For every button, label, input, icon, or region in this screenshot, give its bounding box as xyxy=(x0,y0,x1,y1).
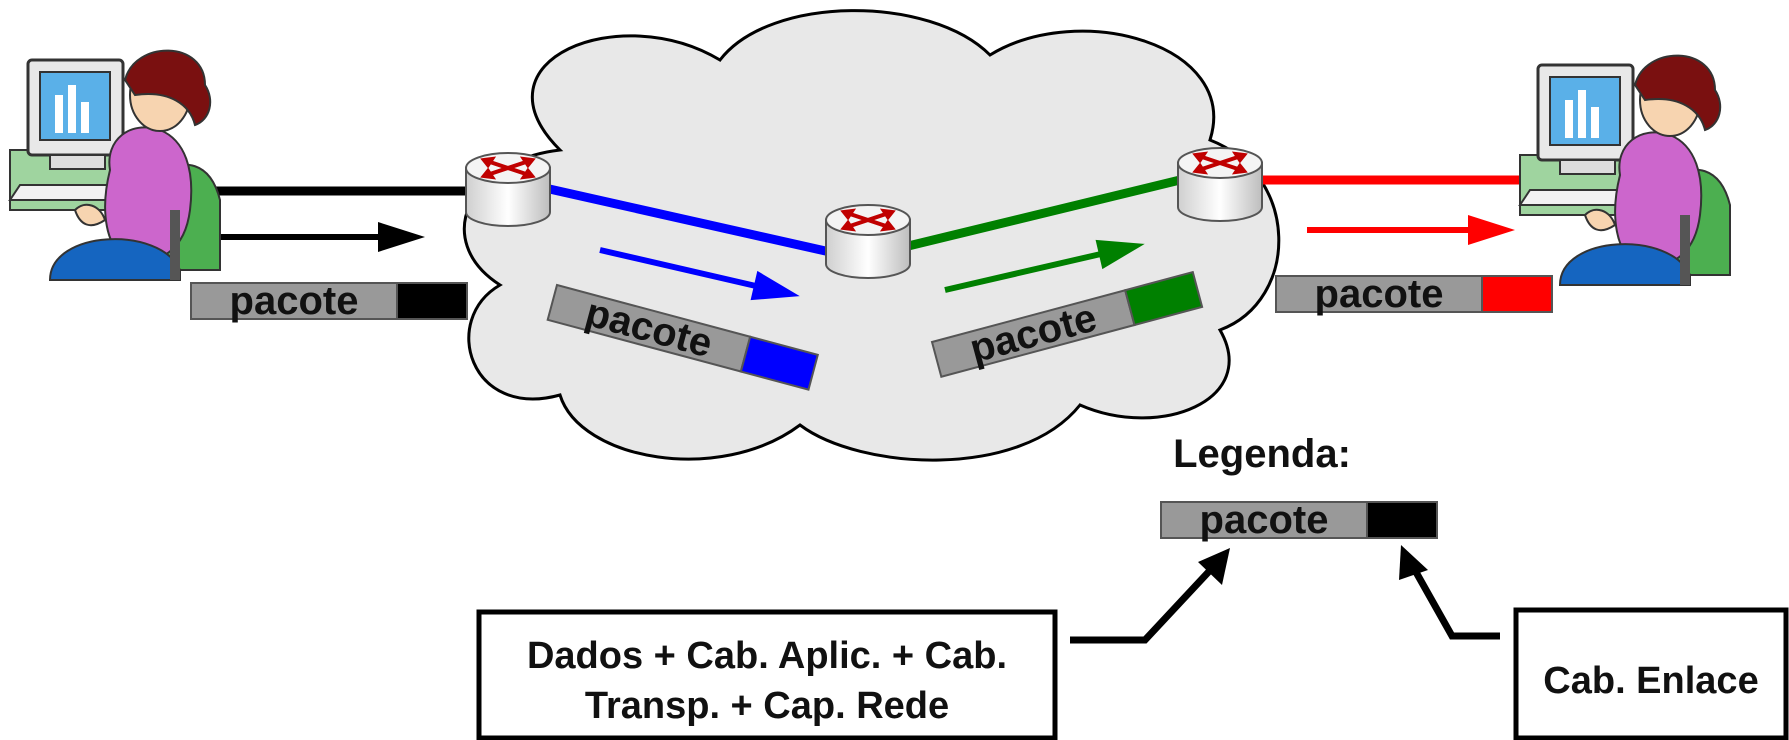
packet-black: pacote xyxy=(190,279,468,323)
packet-label: pacote xyxy=(1315,272,1444,316)
router-icon-2 xyxy=(825,204,911,279)
user-computer-icon-left xyxy=(8,49,221,281)
payload-box-line2: Transp. + Cap. Rede xyxy=(585,685,949,727)
legend-packet-header xyxy=(1366,501,1438,539)
packet-header-red xyxy=(1481,275,1553,313)
pointer-arrow-payload xyxy=(1070,548,1230,644)
link-green xyxy=(898,175,1182,253)
packet-header-green xyxy=(1123,270,1204,327)
user-computer-icon-right xyxy=(1518,54,1731,286)
legend-packet-label: pacote xyxy=(1200,498,1329,542)
packet-header-black xyxy=(396,282,468,320)
link-blue xyxy=(544,183,831,257)
arrow-black xyxy=(216,222,425,252)
header-description-box: Cab. Enlace xyxy=(1513,607,1789,740)
header-box-label: Cab. Enlace xyxy=(1543,660,1758,702)
packet-header-blue xyxy=(739,335,820,391)
arrow-green xyxy=(944,239,1145,293)
packet-red: pacote xyxy=(1275,272,1553,316)
arrow-blue xyxy=(599,247,800,301)
arrow-red xyxy=(1307,215,1515,245)
packet-label: pacote xyxy=(230,279,359,323)
pointer-arrow-header xyxy=(1399,545,1500,640)
payload-description-box: Dados + Cab. Aplic. + Cab. Transp. + Cap… xyxy=(476,609,1058,740)
legend-packet: pacote xyxy=(1160,498,1438,542)
legend-title: Legenda: xyxy=(1173,432,1351,476)
payload-box-line1: Dados + Cab. Aplic. + Cab. xyxy=(527,635,1007,677)
router-icon-3 xyxy=(1177,147,1263,222)
router-icon-1 xyxy=(465,152,551,227)
